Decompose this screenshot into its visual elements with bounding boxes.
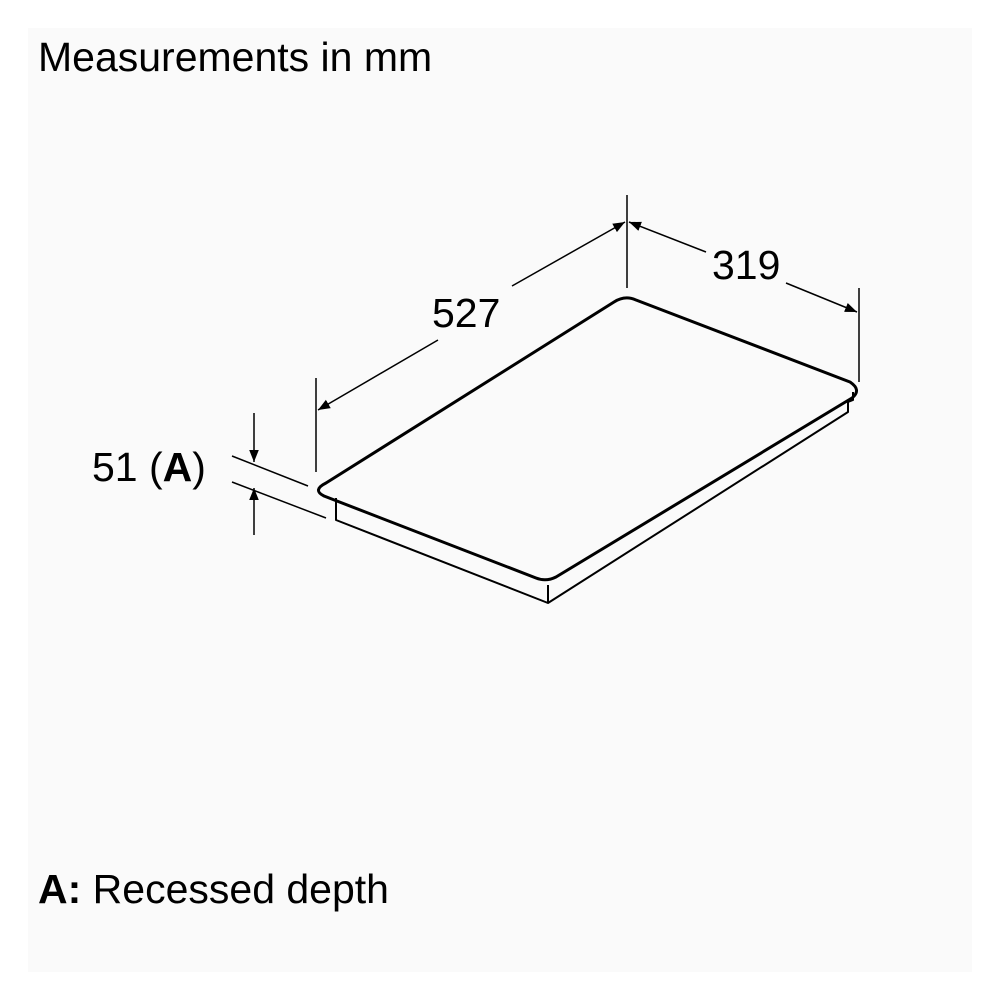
- drawing-background: [28, 28, 972, 972]
- height-value: 51 (: [92, 444, 163, 490]
- page-title: Measurements in mm: [38, 34, 433, 80]
- depth-dimension-line: [628, 221, 707, 253]
- hob-top-surface: [317, 296, 858, 582]
- width-label: 527: [432, 290, 501, 336]
- legend: A: Recessed depth: [38, 866, 389, 913]
- height-label: 51 (A): [92, 444, 206, 491]
- width-dimension-line: [317, 339, 439, 411]
- height-close: ): [192, 444, 206, 490]
- height-key: A: [162, 444, 193, 490]
- hob-body: [335, 392, 854, 604]
- legend-key: A:: [38, 866, 82, 912]
- legend-text: Recessed depth: [92, 866, 389, 912]
- depth-label: 319: [712, 242, 781, 288]
